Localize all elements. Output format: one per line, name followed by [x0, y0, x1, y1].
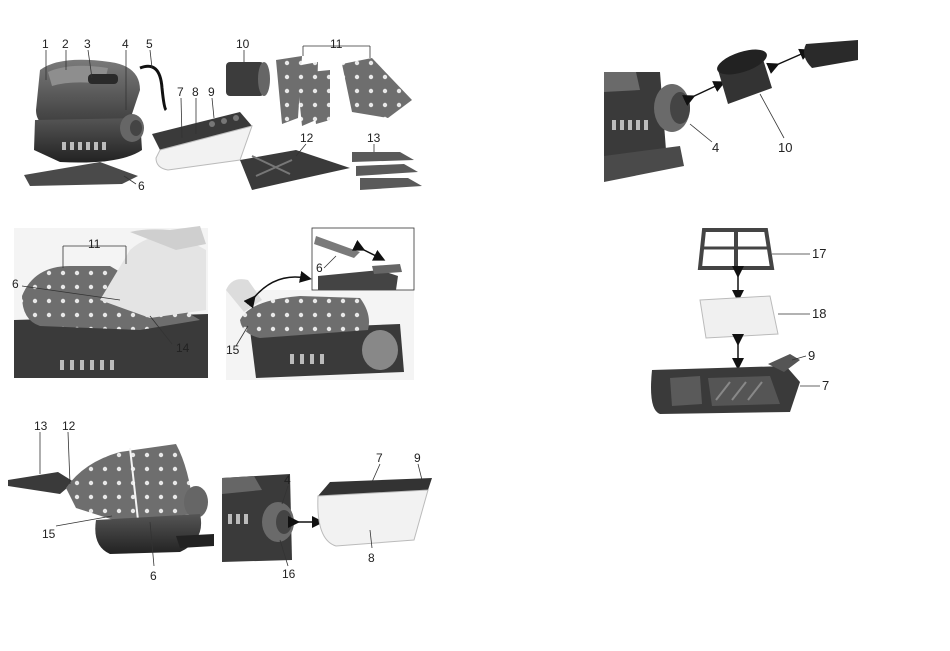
- sanding-sheets-illustration: [276, 56, 412, 126]
- callout-4: 4: [122, 37, 129, 51]
- callout-10: 10: [236, 37, 250, 51]
- figure-adapter: 4 10: [604, 40, 858, 182]
- figure-overview: 1 2 3 4 5 6 7 8 9 10 11 12 13: [24, 37, 422, 193]
- callout-10: 10: [778, 140, 792, 155]
- figure-dust-box-attach: 4 16 7 9 8: [222, 451, 432, 581]
- callout-3: 3: [84, 37, 91, 51]
- callout-7: 7: [376, 451, 383, 465]
- callout-17: 17: [812, 246, 826, 261]
- callout-11: 11: [88, 237, 101, 251]
- callout-7: 7: [177, 85, 184, 99]
- callout-16: 16: [282, 567, 296, 581]
- callout-12: 12: [300, 131, 314, 145]
- figure-filter: 17 18 9 7: [651, 230, 829, 414]
- adapter-leader-lines: [690, 94, 784, 142]
- callout-6: 6: [12, 277, 19, 291]
- callout-1: 1: [42, 37, 49, 51]
- callout-8: 8: [192, 85, 199, 99]
- callout-13: 13: [34, 419, 48, 433]
- callout-8: 8: [368, 551, 375, 565]
- callout-4: 4: [284, 473, 291, 487]
- figure-pad-attach: 11 6 14: [12, 226, 208, 378]
- callout-11: 11: [330, 37, 343, 51]
- callout-13: 13: [367, 131, 381, 145]
- callout-4: 4: [712, 140, 719, 155]
- callout-12: 12: [62, 419, 76, 433]
- callout-5: 5: [146, 37, 153, 51]
- sander-illustration: [24, 60, 166, 186]
- callout-6: 6: [316, 261, 323, 275]
- callout-9: 9: [208, 85, 215, 99]
- callout-14: 14: [176, 341, 190, 355]
- figure-pad-rotate: 6 15: [226, 228, 414, 380]
- figure-finger-attach: 13 12 15 6: [8, 419, 214, 583]
- callout-6: 6: [138, 179, 145, 193]
- finger-attachment-illustration: [240, 150, 350, 190]
- adapter-illustration: [226, 62, 270, 96]
- callout-2: 2: [62, 37, 69, 51]
- callout-9: 9: [808, 348, 815, 363]
- callout-18: 18: [812, 306, 826, 321]
- callout-15: 15: [226, 343, 240, 357]
- small-sheets-illustration: [352, 152, 422, 190]
- callout-6: 6: [150, 569, 157, 583]
- dust-box-illustration: [152, 112, 252, 170]
- callout-9: 9: [414, 451, 421, 465]
- callout-15: 15: [42, 527, 56, 541]
- callout-7: 7: [822, 378, 829, 393]
